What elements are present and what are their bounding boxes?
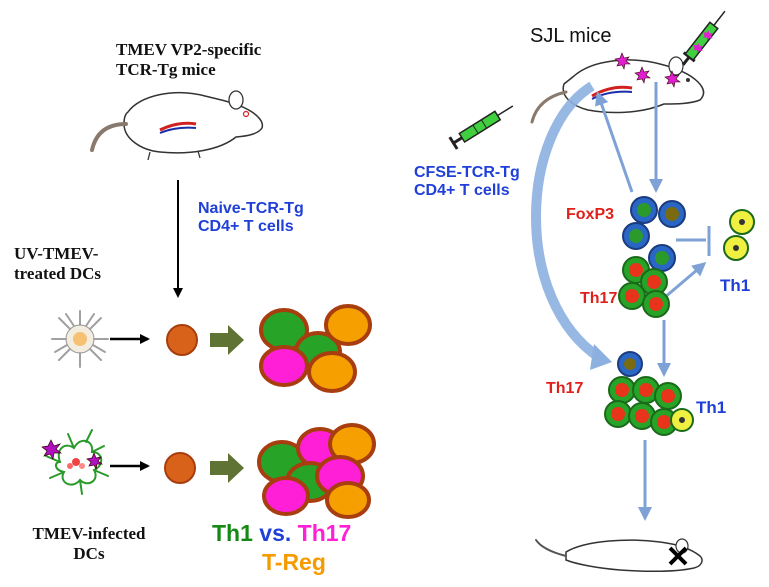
foxp3-label: FoxP3 [566, 206, 615, 223]
th17-outcome: Th17 [297, 520, 352, 546]
curved-arrow-head [590, 344, 612, 370]
infected-dc-icon [41, 429, 109, 495]
th1-lower-label: Th1 [696, 398, 727, 417]
vs-text: vs. [259, 520, 292, 546]
naive-t-cell [166, 324, 198, 356]
treg-cell-group [622, 196, 686, 272]
syringe-left-icon [448, 105, 514, 150]
cell-cluster-infected [257, 423, 376, 519]
uv-dcs-line2: treated DCs [14, 263, 102, 283]
syringe-right-icon [681, 10, 726, 66]
transfer-cells-label: CFSE-TCR-Tg CD4+ T cells [414, 164, 520, 201]
treg-outcome: T-Reg [262, 549, 326, 575]
infected-dcs-label: TMEV-infected DCs [14, 524, 164, 563]
th17-upper-label: Th17 [580, 290, 618, 307]
infected-dcs-line1: TMEV-infected [32, 524, 146, 543]
th1-cell-group-upper [723, 209, 755, 261]
sjl-mouse-icon [530, 52, 705, 124]
source-mice-line1: TMEV VP2-specific [116, 40, 262, 59]
th1-upper-label: Th1 [720, 276, 751, 295]
infected-dcs-line2: DCs [73, 543, 105, 563]
th17-cell-group-upper [618, 256, 670, 318]
naive-cells-line2: CD4+ T cells [198, 218, 294, 236]
arrow-cells-to-mouse [594, 91, 634, 193]
arrow-th17-to-th1 [663, 262, 707, 300]
source-mice-label: TMEV VP2-specific TCR-Tg mice [116, 40, 261, 79]
uv-dc-icon [51, 310, 109, 368]
naive-t-cell-2 [164, 452, 196, 484]
uv-dcs-label: UV-TMEV- treated DCs [14, 244, 101, 283]
transfer-cells-line1: CFSE-TCR-Tg [414, 164, 520, 181]
naive-cells-line1: Naive-TCR-Tg [198, 200, 304, 217]
recipient-mice-label: SJL mice [530, 25, 612, 47]
uv-dcs-line1: UV-TMEV- [14, 244, 99, 263]
olive-arrow [210, 325, 244, 355]
naive-cells-label: Naive-TCR-Tg CD4+ T cells [198, 200, 304, 237]
cell-cluster-uv [259, 304, 372, 393]
outcome-line: Th1 vs. Th17 [212, 520, 351, 546]
olive-arrow-2 [210, 453, 244, 483]
transfer-cells-line2: CD4+ T cells [414, 182, 510, 200]
tcr-tg-mouse-icon [90, 90, 264, 161]
th1-outcome: Th1 [212, 520, 253, 546]
curved-transfer-arrow [531, 81, 603, 363]
source-mice-line2: TCR-Tg mice [116, 59, 216, 79]
paralyzed-mouse-icon [535, 538, 703, 573]
cell-group-lower [604, 351, 694, 436]
th17-lower-label: Th17 [546, 380, 584, 397]
